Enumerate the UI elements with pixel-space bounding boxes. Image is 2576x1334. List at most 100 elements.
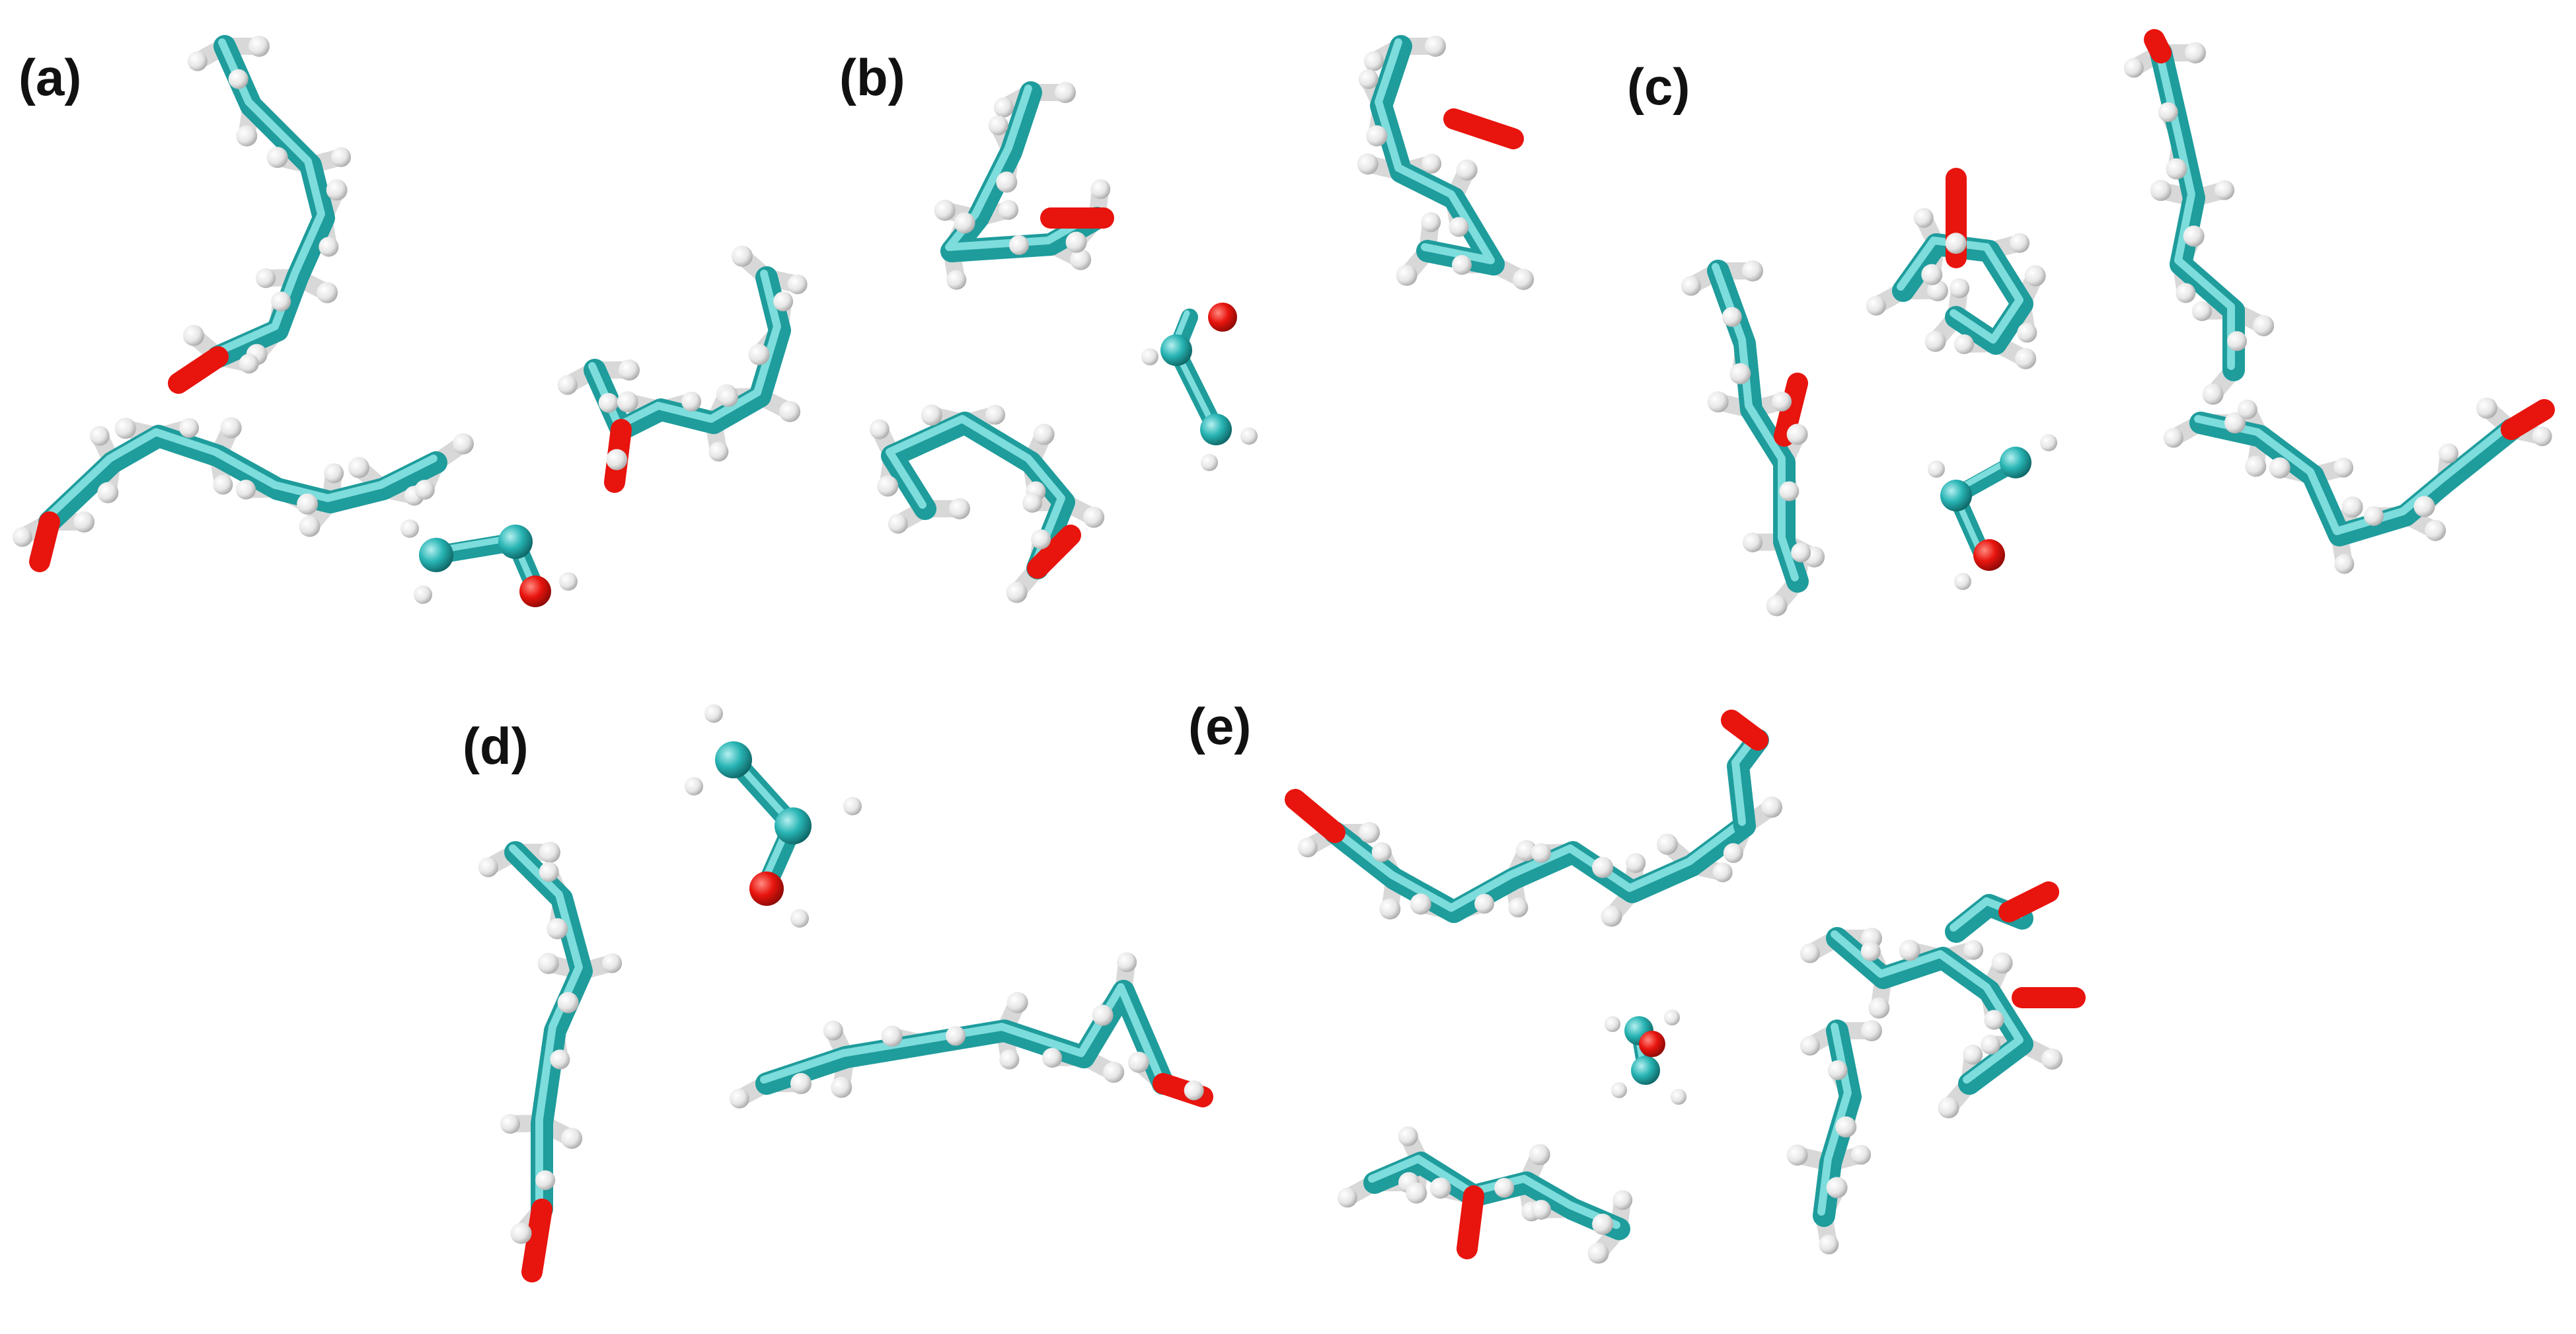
a-ethanol-carbon-1 (419, 538, 453, 572)
e-mol3-hydrogen2-2 (1851, 1144, 1872, 1165)
c-mol3-hydrogen2-1 (2158, 102, 2178, 122)
c-mol4-hydrogen-2 (2269, 457, 2291, 479)
c-mol2-hydrogen-3 (2024, 265, 2046, 287)
a-mol2-hydrogen-5 (299, 515, 321, 537)
c-mol2-hydrogen2-1 (1913, 207, 1934, 228)
c-mol1-hydrogen2-5 (1791, 542, 1811, 563)
a-mol1-hydrogen2-3 (319, 237, 339, 257)
e-mol1-hydrogen-2 (1410, 893, 1431, 915)
a-mol1-hydrogen-2 (266, 147, 288, 168)
a-mol2-hydrogen-0 (73, 511, 95, 533)
e-mol2-chain-highlight (1831, 930, 2024, 1084)
d-mol1-hydrogen2-5 (535, 1170, 556, 1191)
c-ethanol-carbon-2 (2000, 447, 2031, 478)
panel-label-c: (c) (1627, 57, 1690, 116)
b-mol1-hydrogen-1 (996, 171, 1018, 193)
e-mol1-carboxyl-2 (1721, 710, 1768, 751)
c-mol2-hydrogen2-0 (1866, 295, 1886, 316)
a-ethanol-h2 (414, 585, 432, 604)
a-mol2-hydrogen-6 (348, 457, 369, 478)
e-mol1-hydrogen2-4 (1531, 842, 1552, 863)
c-mol4-hydrogen2-5 (2439, 443, 2459, 464)
e-mol1-hydrogen2-2 (1474, 893, 1495, 914)
d-mol1-hydrogen2-0 (478, 857, 498, 877)
c-mol4-hydrogen2-1 (2237, 399, 2257, 420)
c-mol4-chain-highlight (2194, 415, 2513, 535)
e-mol1-hydrogen-3 (1515, 840, 1537, 862)
c-mol2-hydrogen2-2 (2010, 233, 2030, 253)
a-mol2-hydrogen-1 (97, 482, 119, 503)
c-mol3-hydrogen-0 (2185, 42, 2206, 63)
b-mol1-hydrogen2-3 (946, 270, 967, 290)
d-ethanol-h3 (843, 797, 862, 815)
d-mol1-hydrogen2-2 (602, 953, 623, 973)
b-mol3-hydrogen-2 (1357, 153, 1379, 175)
a-mol1-chain-highlight (211, 38, 325, 357)
e-mol4-hydrogen-4 (1592, 1213, 1614, 1235)
a-mol2-hydrogen2-3 (213, 474, 233, 495)
e-ethanol-h1 (1605, 1016, 1620, 1032)
a-ethanol-carbon-2 (498, 525, 533, 559)
d-mol1-hydrogen-5 (510, 1222, 532, 1244)
a-mol1-hydrogen-1 (236, 125, 258, 147)
panel-label-d: (d) (463, 717, 529, 775)
b-mol2-hydrogen-5 (1006, 581, 1028, 603)
a-mol1-hydrogen2-6 (239, 353, 259, 374)
e-mol4-hydrogen2-5 (1612, 1190, 1633, 1210)
c-ethanol-h1 (1928, 461, 1945, 478)
e-mol4-hydrogen2-0 (1337, 1187, 1357, 1208)
d-ethanol-h1 (704, 704, 723, 723)
e-mol2-hydrogen2-1 (1860, 941, 1881, 961)
d-mol2-hydrogen2-0 (729, 1088, 749, 1109)
a-mol3-hydrogen-5 (748, 344, 770, 365)
e-ethanol-h4 (1671, 1089, 1686, 1105)
d-mol2-hydrogen2-2 (946, 1025, 966, 1046)
a-ethanol-oxygen (519, 575, 551, 607)
c-mol4-hydrogen2-6 (2532, 426, 2552, 447)
b-mol3-hydrogen2-3 (1449, 217, 1469, 237)
c-mol2-hydrogen-2 (1945, 233, 1967, 254)
a-mol3-hydrogen-6 (731, 245, 753, 267)
b-mol2-hydrogen-2 (921, 404, 942, 426)
d-ethanol-carbon-2 (775, 807, 812, 844)
a-mol2-hydrogen2-7 (414, 480, 435, 500)
e-mol4-carboxyl (1457, 1185, 1484, 1259)
a-mol2-hydrogen-7 (452, 433, 474, 455)
panel-label-e: (e) (1188, 697, 1252, 755)
c-mol1-hydrogen2-0 (1681, 276, 1701, 296)
e-mol1-hydrogen2-5 (1626, 853, 1646, 873)
a-mol2-hydrogen2-0 (12, 527, 32, 547)
c-mol3-hydrogen-1 (2166, 158, 2187, 180)
b-mol3-hydrogen-0 (1425, 36, 1446, 57)
c-mol3-hydrogen-2 (2150, 180, 2172, 202)
e-mol3-hydrogen-1 (1835, 1116, 1857, 1138)
panel-label-b: (b) (839, 48, 905, 106)
e-mol2-hydrogen-5 (1938, 1097, 1959, 1119)
e-mol3-hydrogen2-3 (1819, 1234, 1839, 1255)
c-mol1-carboxyl (1774, 373, 1808, 447)
c-mol3-hydrogen2-5 (2227, 331, 2248, 352)
b-mol2-hydrogen2-1 (869, 419, 890, 439)
c-mol1-hydrogen-5 (1766, 595, 1788, 616)
b-mol1-hydrogen-4 (1070, 248, 1092, 270)
d-mol2-hydrogen-4 (1103, 1061, 1125, 1083)
e-mol4-hydrogen-3 (1529, 1144, 1550, 1166)
b-mol2-hydrogen2-0 (888, 513, 908, 534)
e-mol4-hydrogen-5 (1587, 1242, 1609, 1264)
a-mol2-carboxyl (29, 511, 60, 572)
a-mol3-hydrogen-4 (779, 400, 801, 422)
e-mol2-hydrogen2-2 (1963, 940, 1984, 960)
a-mol3-hydrogen-1 (606, 449, 628, 470)
c-mol4-hydrogen2-0 (2163, 427, 2183, 448)
c-mol3-hydrogen-5 (2202, 383, 2224, 405)
e-mol3-hydrogen-2 (1786, 1144, 1808, 1166)
b-mol3-hydrogen2-2 (1421, 153, 1442, 174)
a-mol1-hydrogen-4 (317, 281, 338, 303)
c-mol2-hydrogen-5 (1924, 330, 1946, 352)
d-mol2-hydrogen2-5 (1117, 952, 1137, 973)
b-mol3-hydrogen-4 (1513, 268, 1534, 290)
c-ethanol-h3 (1954, 573, 1971, 590)
c-mol2-hydrogen2-3 (2017, 322, 2037, 343)
b-ethanol-h2 (1240, 427, 1258, 445)
